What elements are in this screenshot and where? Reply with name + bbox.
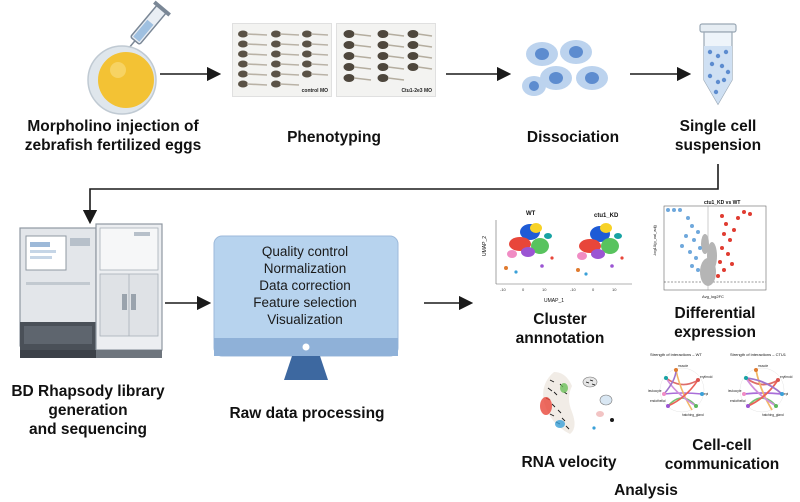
umap-ylabel: UMAP_2 — [482, 236, 488, 256]
volcano-title: ctu1_KD vs WT — [704, 200, 740, 206]
egg-injection-icon — [87, 0, 171, 115]
step-quality-control: Quality control — [261, 244, 349, 259]
interaction-networks: Strength of interactions – WT Strength o… — [648, 352, 793, 417]
rhapsody-label: BD Rhapsody library generation and seque… — [11, 383, 165, 438]
raw-processing-label: Raw data processing — [229, 405, 385, 422]
panel-caption-control: control MO — [301, 88, 328, 94]
network-title-kd: Strength of interactions – CTU1 — [730, 352, 787, 357]
svg-text:10: 10 — [612, 287, 617, 292]
svg-text:-10: -10 — [570, 287, 577, 292]
volcano-ylabel: -log10(p_val_adj) — [652, 224, 657, 256]
analysis-title: Analysis — [614, 482, 678, 499]
umap-title-wt: WT — [526, 211, 536, 217]
arrow-susp-to-rhapsody — [82, 164, 719, 225]
network-title-wt: Strength of interactions – WT — [650, 352, 702, 357]
processing-steps-list: Quality control Normalization Data corre… — [222, 243, 388, 328]
umap-xlabel: UMAP_1 — [544, 298, 564, 304]
tube-icon — [699, 23, 737, 106]
phenotype-panel-knockdown: Ctu1-2e3 MO — [336, 23, 436, 97]
svg-text:10: 10 — [542, 287, 547, 292]
monitor-icon — [213, 235, 399, 380]
node-label: erythroid — [780, 375, 793, 379]
node-label: leukocyte — [648, 389, 662, 393]
volcano-plot: ctu1_KD vs WT -log10(p_val_adj) Avg_log2… — [652, 200, 767, 299]
node-label: muscle — [678, 364, 688, 368]
panel-caption-knockdown: Ctu1-2e3 MO — [401, 88, 432, 94]
phenotype-panel-control: control MO — [232, 23, 332, 97]
communication-label: Cell-cell communication — [664, 437, 780, 473]
dissociation-label: Dissociation — [526, 129, 620, 146]
node-label: epi — [704, 392, 709, 396]
svg-text:0: 0 — [522, 287, 525, 292]
node-label: epi — [784, 392, 789, 396]
node-label: endothelial — [650, 399, 666, 403]
suspension-label: Single cell suspension — [674, 118, 762, 154]
step-visualization: Visualization — [267, 312, 343, 327]
node-label: leukocyte — [728, 389, 742, 393]
differential-label: Differential expression — [674, 305, 756, 341]
svg-text:0: 0 — [592, 287, 595, 292]
step-feature-selection: Feature selection — [253, 295, 357, 310]
larvae-image — [343, 30, 433, 82]
injection-label: Morpholino injection of zebrafish fertil… — [24, 118, 202, 154]
larvae-image — [238, 30, 329, 88]
step-normalization: Normalization — [263, 261, 347, 276]
umap-plots: WT ctu1_KD UMAP_2 UMAP_1 -10 0 10 -10 0 10 — [482, 211, 632, 304]
step-data-correction: Data correction — [259, 278, 351, 293]
sequencer-instrument-icon — [19, 223, 163, 358]
node-label: hatching_gland — [762, 413, 784, 417]
node-label: muscle — [758, 364, 768, 368]
node-label: endothelial — [730, 399, 746, 403]
rna-velocity-plot — [540, 372, 614, 434]
velocity-label: RNA velocity — [521, 454, 617, 471]
volcano-xlabel: Avg_log2FC — [702, 294, 724, 299]
node-label: hatching_gland — [682, 413, 704, 417]
dissociated-cells-icon — [522, 40, 608, 96]
umap-title-kd: ctu1_KD — [594, 213, 619, 219]
phenotyping-label: Phenotyping — [287, 129, 381, 146]
node-label: erythroid — [700, 375, 713, 379]
cluster-label: Cluster annnotation — [515, 311, 605, 347]
svg-text:-10: -10 — [500, 287, 507, 292]
